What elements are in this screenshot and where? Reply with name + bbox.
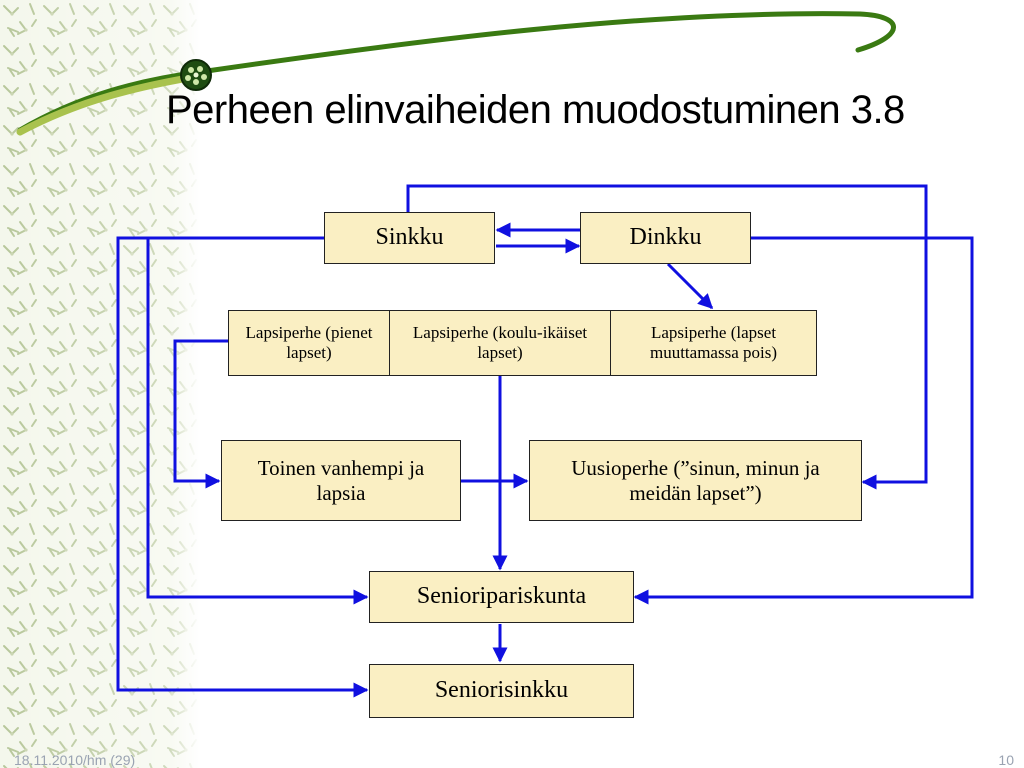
node-senioripariskunta: Senioripariskunta	[369, 571, 634, 623]
node-sinkku-label: Sinkku	[375, 224, 444, 251]
node-lapsiperhe-muuttamassa: Lapsiperhe (lapset muuttamassa pois)	[610, 310, 817, 376]
node-lapsiperhe-muuttamassa-label: Lapsiperhe (lapset muuttamassa pois)	[649, 323, 777, 362]
slide-title: Perheen elinvaiheiden muodostuminen 3.8	[166, 88, 905, 132]
node-sinkku: Sinkku	[324, 212, 495, 264]
node-lapsiperhe-pienet-label: Lapsiperhe (pienet lapset)	[245, 323, 373, 362]
node-lapsiperhe-koulu: Lapsiperhe (koulu-ikäiset lapset)	[389, 310, 611, 376]
header-swoosh-decoration	[16, 11, 896, 136]
node-seniorisinkku-label: Seniorisinkku	[434, 677, 569, 704]
node-seniorisinkku: Seniorisinkku	[369, 664, 634, 718]
node-toinen-vanhempi: Toinen vanhempi ja lapsia	[221, 440, 461, 521]
node-dinkku-label: Dinkku	[629, 224, 702, 251]
arrow-sinkku-to-uusioperhe	[406, 184, 928, 490]
node-uusioperhe-label: Uusioperhe (”sinun, minun ja meidän laps…	[571, 456, 820, 505]
node-lapsiperhe-pienet: Lapsiperhe (pienet lapset)	[228, 310, 390, 376]
arrow-sinkku-to-senioripariskunta	[146, 236, 369, 605]
arrow-dinkku-to-senioripariskunta	[633, 236, 974, 605]
footer-date: 18.11.2010/hm (29)	[14, 752, 136, 768]
node-lapsiperhe-koulu-label: Lapsiperhe (koulu-ikäiset lapset)	[412, 323, 588, 362]
node-toinen-vanhempi-label: Toinen vanhempi ja lapsia	[257, 456, 425, 505]
node-uusioperhe: Uusioperhe (”sinun, minun ja meidän laps…	[529, 440, 862, 521]
orb-icon	[180, 59, 212, 91]
slide-number: 10	[998, 752, 1014, 768]
node-senioripariskunta-label: Senioripariskunta	[416, 583, 587, 610]
arrow-sinkku-to-seniorisinkku	[116, 236, 369, 698]
node-dinkku: Dinkku	[580, 212, 751, 264]
arrow-lapsiperhe-to-toinen-vanhempi	[173, 339, 228, 489]
arrow-dinkku-to-lapsiperhe	[666, 262, 714, 310]
